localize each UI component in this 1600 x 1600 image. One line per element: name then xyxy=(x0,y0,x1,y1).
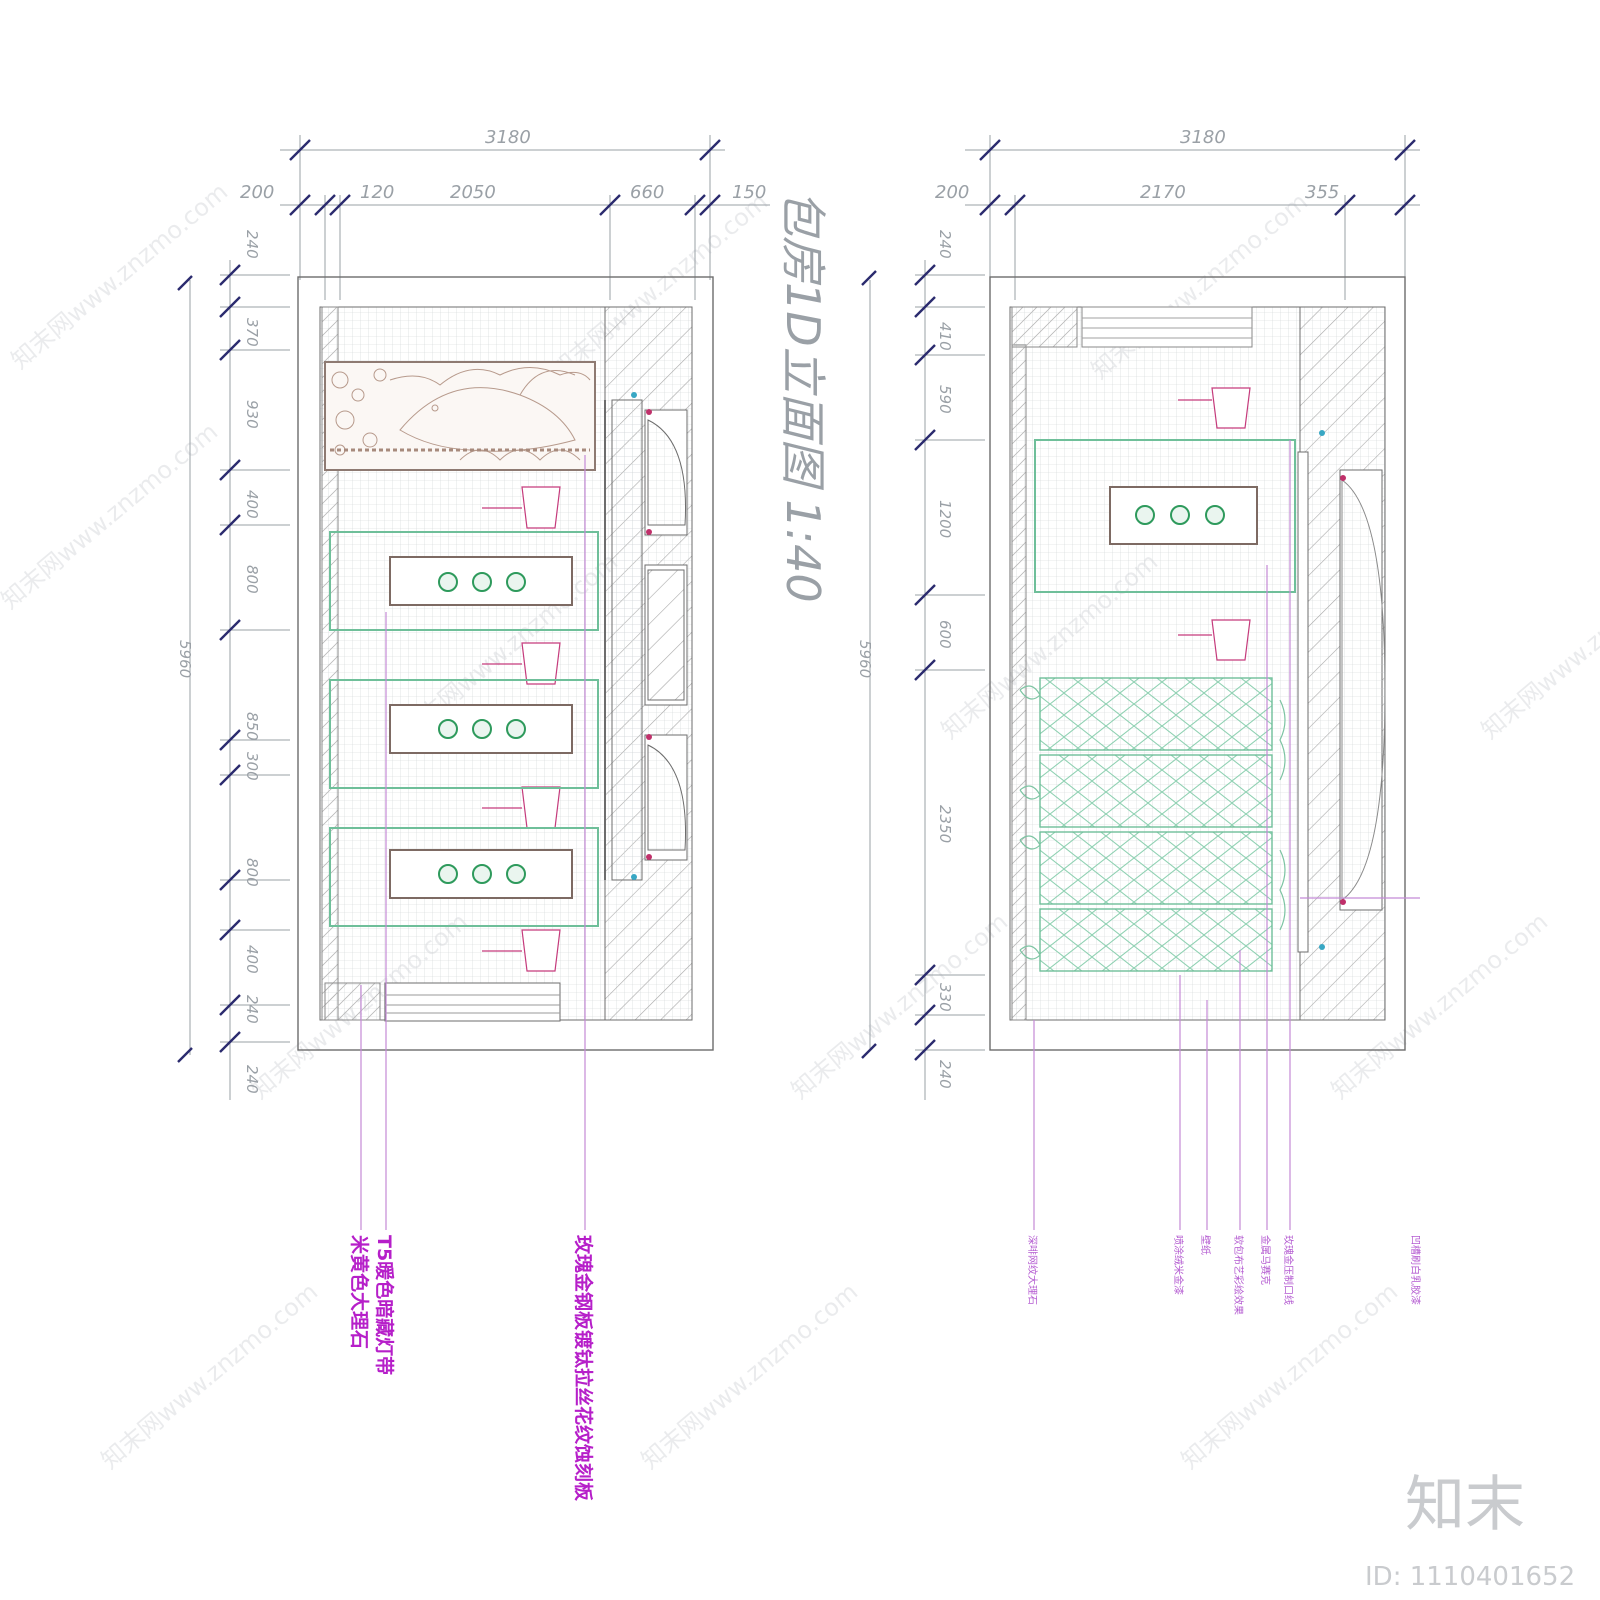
right-mosaic-strip xyxy=(1297,451,1309,953)
right-vertical-segment: 600 xyxy=(936,620,954,649)
watermark: 知末网www.znzmo.com xyxy=(96,1278,323,1475)
right-vertical-segment: 240 xyxy=(936,1060,954,1089)
right-top-total: 3180 xyxy=(1180,127,1226,148)
left-decor-panels xyxy=(329,531,599,927)
right-vertical-segment: 330 xyxy=(936,983,954,1012)
left-elevation: 3180 200 120 2050 660 150 xyxy=(176,127,770,1502)
label-groove-paint: 凹槽刷白乳胶漆 xyxy=(1409,1235,1422,1305)
right-wall-lamps xyxy=(1178,387,1251,661)
label-soft-fabric: 软包布艺彩绘效果 xyxy=(1232,1235,1245,1315)
label-metal-mosaic: 金属马赛克 xyxy=(1259,1235,1272,1285)
right-curtain xyxy=(1341,479,1386,901)
right-leader-lines xyxy=(1033,440,1420,1230)
left-vertical-segment: 400 xyxy=(243,945,261,974)
left-top-segment: 200 xyxy=(240,182,274,203)
right-top-segment: 200 xyxy=(935,182,969,203)
right-top-ticks xyxy=(979,139,1416,216)
label-rose-gold-trim: 玫瑰金压制口线 xyxy=(1282,1235,1295,1305)
right-vertical-total: 5960 xyxy=(856,640,874,678)
label-gold-paint: 喷涂绒米金漆 xyxy=(1172,1235,1185,1295)
left-top-dimensions xyxy=(280,135,770,300)
left-top-total: 3180 xyxy=(485,127,531,148)
left-leader-lines xyxy=(360,455,586,1230)
left-base-step xyxy=(384,982,561,1022)
left-mosaic-column xyxy=(611,399,643,881)
left-vertical-total: 5960 xyxy=(176,640,194,678)
right-outer-frame xyxy=(989,276,1406,1051)
left-niche-markers xyxy=(631,392,652,880)
drawing-title: 包房1D立面图 1:40 xyxy=(776,190,830,603)
left-vertical-segment: 800 xyxy=(243,858,261,887)
right-top-segment: 2170 xyxy=(1140,182,1186,203)
left-vertical-segment: 850 xyxy=(243,712,261,741)
left-vertical-segment: 240 xyxy=(243,1065,261,1094)
left-top-segment: 2050 xyxy=(450,182,496,203)
right-elevation: 3180 200 2170 355 xyxy=(856,127,1422,1315)
right-vertical-segment: 240 xyxy=(936,230,954,259)
right-decor-panel xyxy=(1034,439,1296,593)
left-vertical-segment: 800 xyxy=(243,565,261,594)
brand-logo: 知末 xyxy=(1405,1470,1525,1540)
watermark: 知末网www.znzmo.com xyxy=(786,908,1013,1105)
left-top-segment: 150 xyxy=(732,182,766,203)
right-vertical-segment: 2350 xyxy=(936,805,954,843)
left-top-ticks xyxy=(289,139,721,216)
right-niche-markers xyxy=(1319,430,1346,950)
label-coffee-marble: 深啡网纹大理石 xyxy=(1026,1235,1039,1305)
right-soft-panels xyxy=(1019,677,1286,972)
right-plates xyxy=(1135,505,1225,525)
right-top-cornice xyxy=(1081,306,1253,348)
left-vertical-ticks xyxy=(177,264,241,1063)
drawing-id: ID: 1110401652 xyxy=(1365,1562,1575,1592)
right-vertical-segment: 590 xyxy=(936,385,954,414)
left-base-marble xyxy=(324,982,381,1021)
watermark: 知末网www.znzmo.com xyxy=(6,178,233,375)
left-vertical-segment: 400 xyxy=(243,490,261,519)
left-outer-frame xyxy=(297,276,714,1051)
label-led-strip: T5暖色暗藏灯带 xyxy=(373,1235,396,1375)
left-niches xyxy=(644,409,688,861)
label-wallpaper: 壁纸 xyxy=(1199,1235,1212,1255)
left-vertical-segment: 370 xyxy=(243,318,261,347)
left-vertical-segment: 240 xyxy=(243,230,261,259)
left-wall-lamps xyxy=(482,486,561,972)
left-top-segment: 120 xyxy=(360,182,394,203)
right-top-segment: 355 xyxy=(1305,182,1339,203)
label-beige-marble: 米黄色大理石 xyxy=(348,1235,371,1349)
left-vertical-dimensions xyxy=(189,260,290,1100)
right-vertical-segment: 410 xyxy=(936,322,954,351)
right-vertical-segment: 1200 xyxy=(936,500,954,538)
watermark: 知末网www.znzmo.com xyxy=(636,1278,863,1475)
watermark: 知末网www.znzmo.com xyxy=(1476,548,1600,745)
right-vertical-ticks xyxy=(861,264,936,1061)
right-marble-strip xyxy=(1011,344,1027,1021)
watermark: 知末网www.znzmo.com xyxy=(1176,1278,1403,1475)
right-top-marble xyxy=(1011,306,1078,348)
carved-fish-panel xyxy=(324,361,596,471)
left-vertical-segment: 240 xyxy=(243,995,261,1024)
label-rose-gold-panel: 玫瑰金钢板镀钛拉丝花纹蚀刻板 xyxy=(572,1235,595,1502)
left-vertical-segment: 930 xyxy=(243,400,261,429)
left-top-segment: 660 xyxy=(630,182,664,203)
left-vertical-segment: 300 xyxy=(243,752,261,781)
